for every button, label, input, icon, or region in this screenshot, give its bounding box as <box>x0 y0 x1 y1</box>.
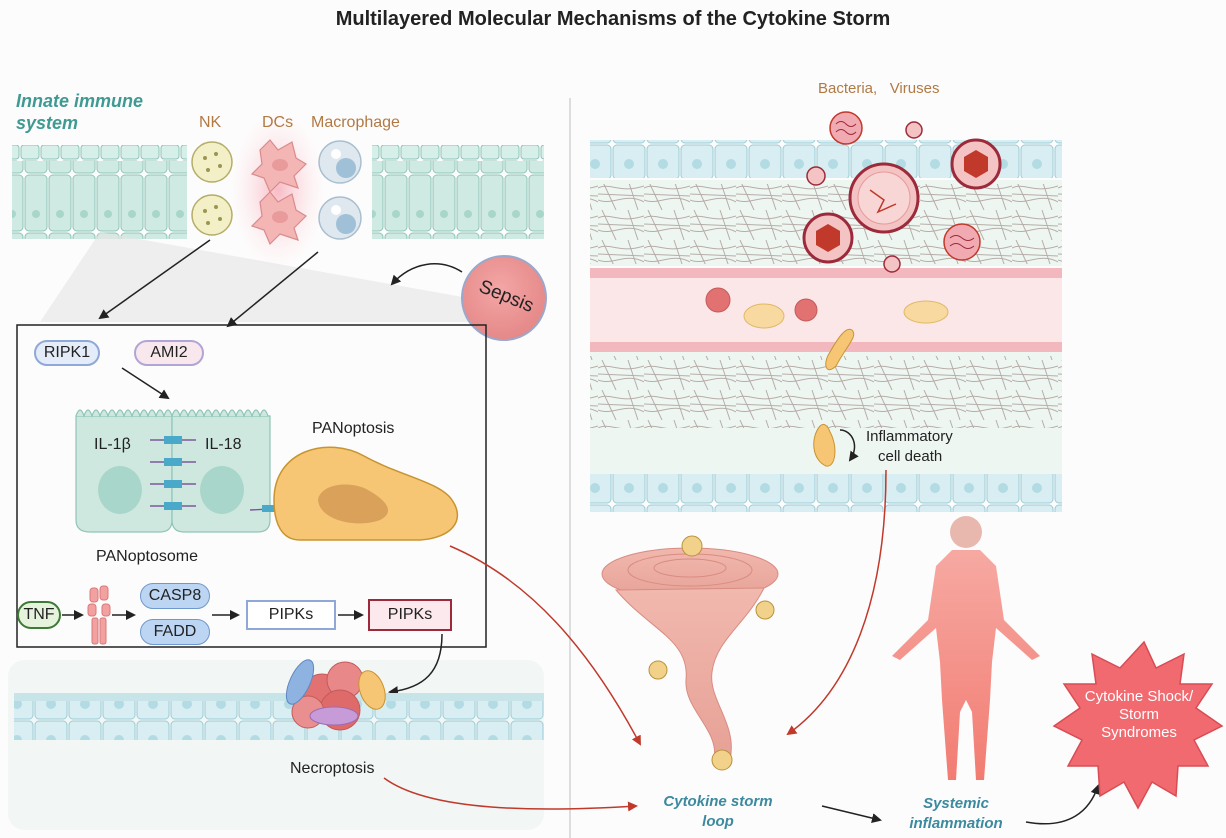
nk-label: NK <box>199 114 222 131</box>
panoptosome-label: PANoptosome <box>96 548 198 565</box>
shock-line1: Cytokine Shock/ <box>1084 688 1194 705</box>
casp8-pill: CASP8 <box>140 583 210 609</box>
epithelium-top-left <box>12 145 544 239</box>
sepsis-circle <box>461 255 547 341</box>
pathogens-label: Bacteria, Viruses <box>818 80 940 97</box>
pipks-box-2: PIPKs <box>368 599 452 631</box>
necroptosis-cluster <box>285 659 386 731</box>
ripk1-pill: RIPK1 <box>34 340 100 366</box>
dcs-label: DCs <box>262 114 294 131</box>
panoptosome-cells <box>75 409 291 533</box>
shock-line2: Storm <box>1118 706 1159 723</box>
tnf-receptor-icon <box>87 585 111 645</box>
tornado-icon <box>601 535 779 771</box>
fadd-pill: FADD <box>140 619 210 645</box>
necroptosis-label: Necroptosis <box>290 760 375 777</box>
panoptosis-cell <box>273 446 459 541</box>
inflammatory-line2: cell death <box>878 448 943 465</box>
nk-cell-icon <box>191 141 233 236</box>
blood-cells <box>705 287 949 371</box>
dendritic-cell-icon <box>230 110 326 270</box>
innate-label-line1: Innate immune <box>16 91 144 111</box>
starburst-icon <box>1052 640 1224 810</box>
systemic-line1: Systemic <box>923 795 989 812</box>
storm-loop-line2: loop <box>702 813 734 830</box>
epithelium-bottom-left <box>14 693 544 740</box>
virus-icon <box>802 121 1002 273</box>
inflammatory-cell-icon <box>813 423 859 467</box>
systemic-line2: inflammation <box>909 815 1003 832</box>
page-title: Multilayered Molecular Mechanisms of the… <box>335 8 891 30</box>
mechanism-box <box>16 324 487 648</box>
bacteria-icon <box>829 111 981 261</box>
human-body-icon <box>892 516 1040 780</box>
pipks-box-1: PIPKs <box>246 600 336 630</box>
ami2-pill: AMI2 <box>134 340 204 366</box>
innate-label-line2: system <box>16 113 79 133</box>
macrophage-label: Macrophage <box>311 114 400 131</box>
macrophage-icon <box>318 140 362 240</box>
storm-loop-line1: Cytokine storm <box>663 793 773 810</box>
il18-label: IL-18 <box>205 436 242 453</box>
panoptosis-label: PANoptosis <box>312 420 395 437</box>
shock-line3: Syndromes <box>1101 724 1177 741</box>
il1b-label: IL-1β <box>94 436 131 453</box>
tnf-pill: TNF <box>17 601 61 629</box>
inflammatory-line1: Inflammatory <box>866 428 953 445</box>
